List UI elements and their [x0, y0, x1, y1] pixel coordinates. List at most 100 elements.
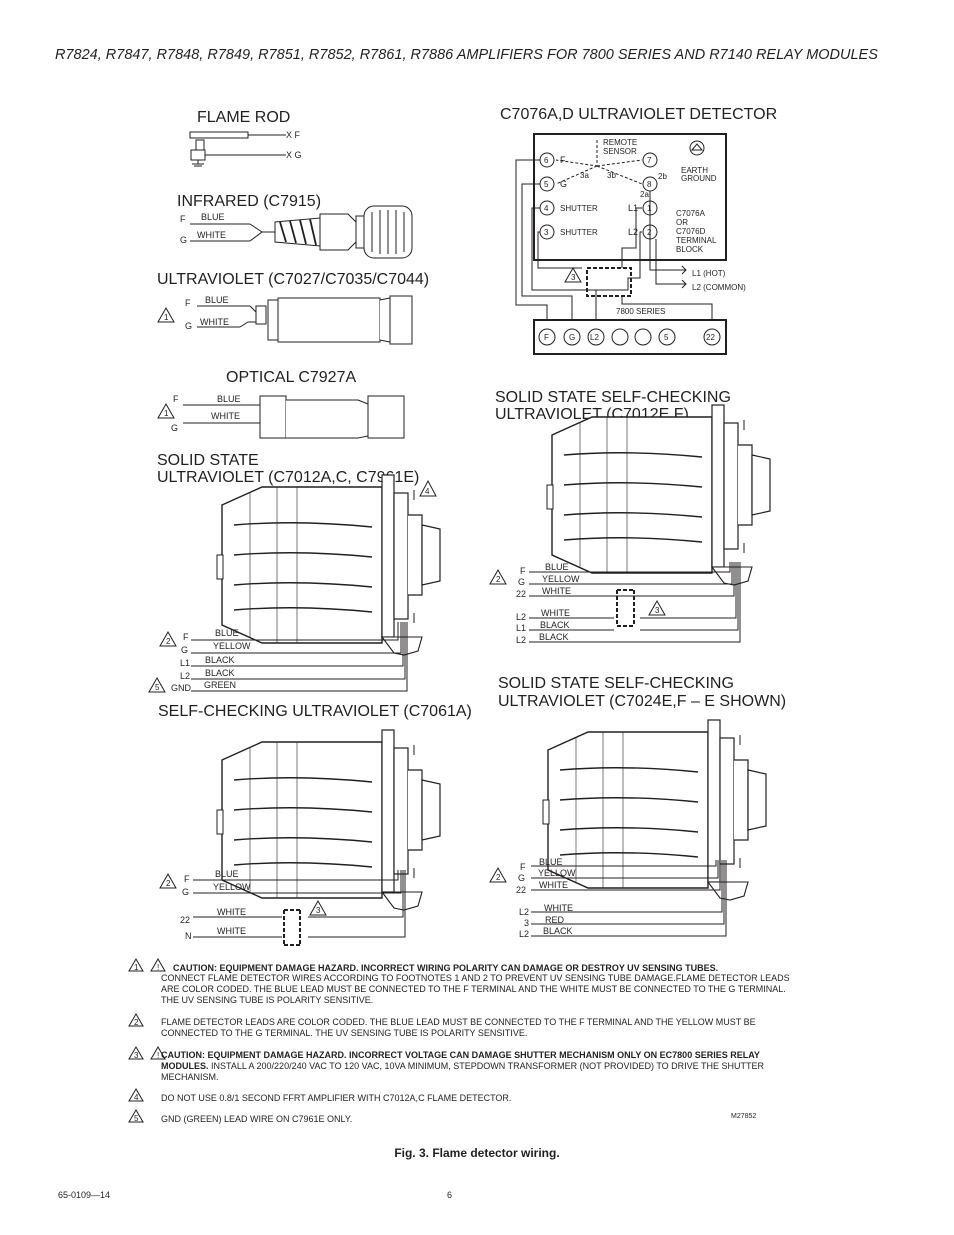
note-2-triangle-icon: 2 — [128, 1013, 144, 1027]
note-2-text: FLAME DETECTOR LEADS ARE COLOR CODED. TH… — [161, 1017, 756, 1038]
sc-uv-term-22: 22 — [180, 915, 190, 925]
note-5-triangle-icon: 5 — [128, 1109, 144, 1123]
note-3-marker-ss-sc-e: 3 — [648, 599, 666, 616]
sc-uv-wire-blue: BLUE — [215, 869, 239, 879]
ss-uv-term-gnd: GND — [171, 683, 192, 693]
relay-term-f: F — [544, 333, 549, 342]
uv-c7027-white: WHITE — [200, 317, 229, 327]
c7076-block-2: OR — [676, 218, 688, 227]
infrared-detector-drawing — [190, 205, 413, 259]
c7076-t2-label: L2 — [628, 227, 638, 237]
note-3-triangle-icon: 3 — [128, 1046, 144, 1060]
sc-uv-wire-white-1: WHITE — [217, 907, 246, 917]
optical-detector-drawing — [183, 395, 405, 439]
ss-sc-e-wire-black-1: BLACK — [540, 620, 570, 630]
uv-c7027-detector-drawing — [197, 295, 413, 345]
relay-term-g: G — [569, 333, 575, 342]
note-2-marker-sc: 2 — [159, 872, 177, 889]
c7076-t3-label: SHUTTER — [560, 228, 598, 237]
sc-uv-wire-yellow: YELLOW — [213, 882, 251, 892]
ss-uv-wire-green: GREEN — [204, 680, 236, 690]
c7076-series: 7800 SERIES — [616, 307, 665, 316]
ss-sc-7024-wire-blue: BLUE — [539, 857, 563, 867]
uv-c7027-title: ULTRAVIOLET (C7027/C7035/C7044) — [157, 271, 429, 288]
svg-text:5: 5 — [155, 683, 160, 692]
uv-c7027-blue: BLUE — [205, 295, 229, 305]
ss-uv-term-l1: L1 — [180, 658, 190, 668]
svg-text:1: 1 — [164, 313, 169, 322]
ss-uv-term-g: G — [181, 645, 188, 655]
note-1-caution: CAUTION: EQUIPMENT DAMAGE HAZARD. INCORR… — [173, 963, 719, 973]
ss-sc-e-wire-white-1: WHITE — [542, 586, 571, 596]
warning-triangle-icon: ! — [150, 958, 166, 972]
c7076-sensor: SENSOR — [603, 147, 637, 156]
c7076-t3: 3 — [544, 228, 549, 237]
uv-c7027-f: F — [185, 298, 191, 308]
svg-text:2: 2 — [134, 1018, 139, 1027]
ss-sc-e-leads — [529, 562, 741, 643]
document-number: 65-0109—14 — [58, 1190, 111, 1200]
c7076-ground: GROUND — [681, 174, 717, 183]
note-3-marker-c7076: 3 — [564, 266, 582, 283]
c7076-3a: 3a — [580, 171, 589, 180]
svg-text:2: 2 — [496, 575, 501, 584]
ss-uv-term-f: F — [183, 632, 189, 642]
note-2-marker-ss-sc-7024: 2 — [489, 866, 507, 883]
svg-text:2: 2 — [166, 637, 171, 646]
ss-sc-e-term-l2b: L2 — [516, 635, 526, 645]
svg-text:3: 3 — [655, 606, 660, 615]
c7076-t5: 5 — [544, 180, 549, 189]
note-4-text: DO NOT USE 0.8/1 SECOND FFRT AMPLIFIER W… — [161, 1093, 512, 1103]
note-3-marker-sc: 3 — [309, 899, 327, 916]
page-header: R7824, R7847, R7848, R7849, R7851, R7852… — [55, 47, 878, 63]
svg-text:2: 2 — [166, 879, 171, 888]
optical-f: F — [173, 394, 179, 404]
ss-sc-e-detector-drawing — [546, 404, 771, 586]
svg-text:!: ! — [157, 1051, 159, 1060]
c7076-l1-hot: L1 (HOT) — [692, 269, 726, 278]
c7076-3b: 3b — [607, 171, 616, 180]
note-1-triangle-icon: 1 — [128, 958, 144, 972]
infrared-blue: BLUE — [201, 212, 225, 222]
ss-uv-wire-black-1: BLACK — [205, 655, 235, 665]
c7076-t5-label: G — [560, 179, 567, 189]
ss-sc-7024-term-f: F — [520, 862, 526, 872]
note-5-text: GND (GREEN) LEAD WIRE ON C7961E ONLY. — [161, 1114, 353, 1124]
ground-icon — [690, 143, 704, 151]
note-3-text: INSTALL A 200/220/240 VAC TO 120 VAC, 10… — [161, 1061, 764, 1082]
note-4-marker: 4 — [419, 479, 437, 497]
transformer-symbol-sc — [283, 909, 301, 946]
ss-sc-7024-term-3: 3 — [524, 918, 529, 928]
ss-sc-7024-title-2: ULTRAVIOLET (C7024E,F – E SHOWN) — [498, 693, 786, 710]
ss-sc-7024-title-1: SOLID STATE SELF-CHECKING — [498, 675, 734, 692]
ss-sc-7024-wire-white-1: WHITE — [539, 880, 568, 890]
ss-uv-title-1: SOLID STATE — [157, 452, 259, 469]
c7076-title: C7076A,D ULTRAVIOLET DETECTOR — [500, 106, 777, 123]
sc-uv-wire-white-2: WHITE — [217, 926, 246, 936]
c7076-2b: 2b — [658, 172, 667, 181]
ss-sc-e-wire-yellow: YELLOW — [542, 574, 580, 584]
note-5-marker: 5 — [148, 676, 166, 693]
ss-sc-7024-detector-drawing — [542, 719, 767, 901]
flame-rod-f: X F — [286, 130, 301, 140]
c7076-t7: 7 — [647, 156, 652, 165]
optical-g: G — [171, 423, 178, 433]
ss-sc-e-wire-white-2: WHITE — [541, 608, 570, 618]
svg-text:4: 4 — [425, 487, 430, 496]
infrared-g: G — [180, 235, 187, 245]
c7076-block-4: TERMINAL — [676, 236, 717, 245]
ss-sc-e-term-l2a: L2 — [516, 612, 526, 622]
svg-text:1: 1 — [134, 963, 139, 972]
ss-sc-7024-wire-red: RED — [545, 915, 565, 925]
ss-sc-e-wire-black-2: BLACK — [539, 632, 569, 642]
optical-title: OPTICAL C7927A — [226, 369, 356, 386]
ss-sc-7024-wire-black: BLACK — [543, 926, 573, 936]
relay-module-strip — [533, 319, 727, 355]
c7076-terminal-box — [533, 133, 727, 261]
sc-uv-term-n: N — [185, 931, 192, 941]
optical-blue: BLUE — [217, 394, 241, 404]
c7076-2a: 2a — [640, 190, 649, 199]
c7076-t6: 6 — [544, 156, 549, 165]
ss-uv-title-2: ULTRAVIOLET (C7012A,C, C7961E) — [157, 469, 419, 486]
c7076-remote: REMOTE — [603, 138, 637, 147]
